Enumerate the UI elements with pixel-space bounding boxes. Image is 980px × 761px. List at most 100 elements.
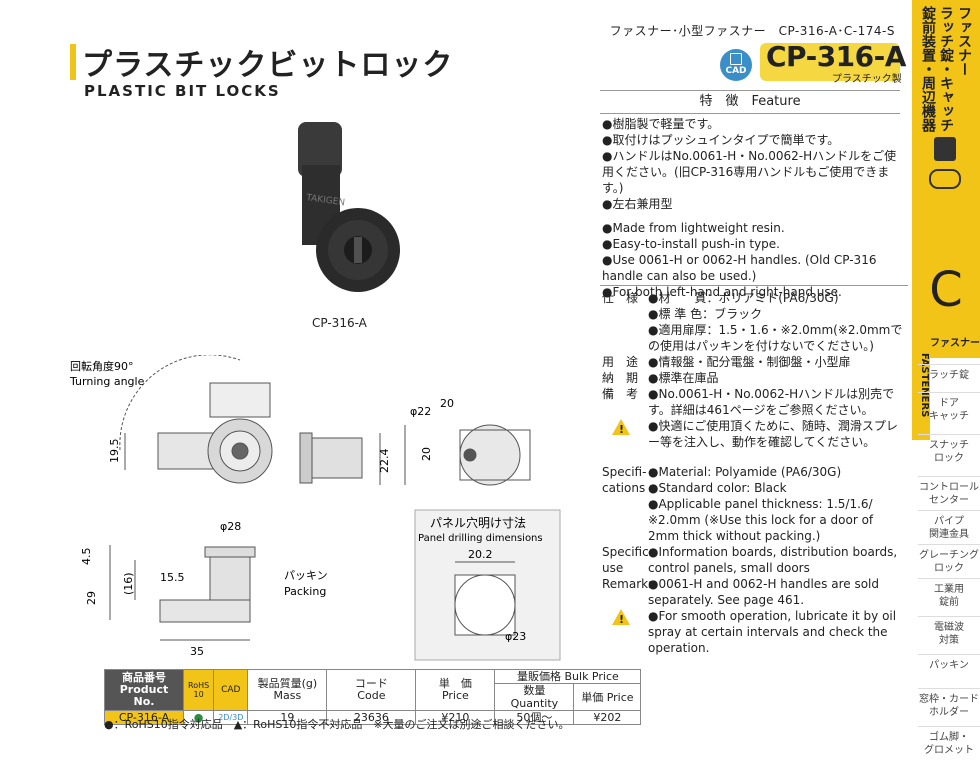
dim-phi22: φ22: [410, 405, 431, 418]
caution-icon: [612, 419, 630, 438]
packing-label-jp: パッキン: [284, 569, 328, 582]
delivery-value: ●標準在庫品: [648, 371, 719, 385]
spec-line-3: ●適用扉厚：1.5・1.6・※2.0mm(※2.0mmでの使用はパッキンを付けな…: [648, 323, 903, 353]
remarks-value: ●No.0061-H・No.0062-Hハンドルは別売です。詳細は461ページを…: [648, 387, 895, 417]
rotation-label-jp: 回転角度90°: [70, 359, 134, 373]
section-en-label: FASTENERS: [912, 330, 930, 440]
feature-en-4: ●For both left-hand and right-hand use.: [602, 285, 842, 299]
dim-phi28: φ28: [220, 520, 241, 533]
cell-rohs: ●: [182, 710, 215, 725]
caution-value-en: ●For smooth operation, lubricate it by o…: [648, 609, 897, 655]
features-heading: 特 徴 Feature: [600, 90, 900, 114]
spec-jp: 仕 様 ●材 質：ポリアミド(PA6/30G) ●標 準 色：ブラック ●適用扉…: [602, 290, 907, 450]
spec-label-en: Specifi- cations: [602, 465, 647, 495]
sidebar-item-fasteners[interactable]: ファスナー: [930, 330, 980, 358]
feature-en-1: ●Made from lightweight resin.: [602, 221, 785, 235]
technical-drawing: 回転角度90° Turning angle 19.5 22.4 φ22 20 2…: [69, 355, 561, 661]
th-cad: CAD: [213, 669, 249, 711]
latch-icon: [929, 137, 961, 189]
price-table: 商品番号 Product No. RoHS 10 CAD 製品質量(g) Mas…: [104, 669, 642, 725]
dim-35: 35: [190, 645, 204, 658]
panel-title-jp: パネル穴明け寸法: [430, 515, 526, 530]
dim-20-2: 20.2: [468, 548, 493, 561]
use-value-en: ●Information boards, distribution boards…: [648, 545, 898, 575]
spec-en-line-3: ●Applicable panel thickness: 1.5/1.6/※2.…: [648, 497, 874, 543]
section-letter: C: [912, 250, 980, 330]
cell-cad[interactable]: 2D/3D: [213, 710, 249, 725]
product-material: プラスチック製: [832, 74, 902, 85]
th-bulk: 量販価格 Bulk Price: [494, 669, 642, 684]
th-qty: 数量 Quantity: [494, 683, 575, 711]
use-label-en: Specific- use: [602, 545, 654, 575]
caution-value: ●快適にご使用頂くために、随時、潤滑スプレー等を注入し、動作を確認してください。: [648, 419, 898, 449]
cell-qty: 50個～: [494, 710, 575, 725]
dim-16: (16): [122, 572, 135, 595]
dim-22-4: 22.4: [378, 449, 391, 474]
dim-29: 29: [85, 591, 98, 605]
sidebar-cat-1: ファスナー: [956, 6, 972, 76]
breadcrumb: ファスナー･小型ファスナー CP-316-A･C-174-S: [609, 24, 895, 38]
page-title: プラスチックビットロック: [82, 48, 454, 83]
spec-line-2: ●標 準 色：ブラック: [648, 307, 763, 321]
th-code: コード Code: [326, 669, 417, 711]
cell-unit: ¥202: [573, 710, 642, 725]
sidebar-item-11[interactable]: ゴム脚・ グロメット: [918, 726, 980, 761]
sidebar-item-10[interactable]: 窓枠・カード ホルダー: [918, 688, 980, 731]
sidebar-item-1[interactable]: ラッチ錠: [918, 364, 980, 397]
packing-label-en: Packing: [284, 585, 326, 598]
product-code-box: [760, 43, 900, 81]
feature-jp-2: ●取付けはプッシュインタイプで簡単です。: [602, 133, 840, 147]
th-rohs: RoHS 10: [182, 669, 215, 711]
sidebar-item-2[interactable]: ドア キャッチ: [918, 392, 980, 439]
spec-label: 仕 様: [602, 291, 639, 305]
sidebar-item-3[interactable]: スナッチ ロック: [918, 434, 980, 481]
panel-title-en: Panel drilling dimensions: [418, 533, 543, 544]
sidebar-item-8[interactable]: 電磁波 対策: [918, 616, 980, 659]
product-photo: TAKIGEN: [298, 122, 400, 292]
sidebar-category-header: ファスナー ラッチ錠・キャッチ 錠前装置・周辺機器: [912, 0, 980, 250]
cell-product: CP-316-A: [104, 710, 184, 725]
sidebar-item-4[interactable]: コントロール センター: [918, 476, 980, 515]
dim-15-5: 15.5: [160, 571, 185, 584]
use-value: ●情報盤・配分電盤・制御盤・小型扉: [648, 355, 851, 369]
divider: [600, 285, 908, 286]
dim-20-side: 20: [420, 447, 433, 461]
product-code: CP-316-A: [766, 40, 906, 73]
caution-icon-en: [612, 609, 630, 628]
features-list: ●樹脂製で軽量です。 ●取付けはプッシュインタイプで簡単です。 ●ハンドルはNo…: [602, 116, 907, 300]
th-mass: 製品質量(g) Mass: [247, 669, 328, 711]
sidebar-cat-3: 錠前装置・周辺機器: [920, 6, 936, 132]
dim-4-5: 4.5: [80, 548, 93, 566]
feature-jp-3: ●ハンドルはNo.0061-H・No.0062-Hハンドルをご使用ください。(旧…: [602, 149, 897, 195]
cell-price: ¥210: [415, 710, 496, 725]
footnote: ●：RoHS10指令対応品 ▲：RoHS10指令不対応品 ※大量のご注文は別途ご…: [104, 718, 570, 731]
th-price: 単 価 Price: [415, 669, 496, 711]
th-unit: 単価 Price: [573, 683, 642, 711]
document-icon: [730, 53, 742, 65]
feature-jp-4: ●左右兼用型: [602, 197, 673, 211]
sidebar-item-5[interactable]: パイプ 関連金具: [918, 510, 980, 549]
spec-line-1: ●材 質：ポリアミド(PA6/30G): [648, 291, 839, 305]
dim-phi23: φ23: [505, 630, 526, 643]
sidebar-item-6[interactable]: グレーチング ロック: [918, 544, 980, 583]
th-product: 商品番号 Product No.: [104, 669, 184, 711]
page-subtitle: PLASTIC BIT LOCKS: [84, 82, 281, 100]
cad-label: CAD: [725, 66, 747, 76]
feature-en-3: ●Use 0061-H or 0062-H handles. (Old CP-3…: [602, 253, 877, 283]
sidebar-cat-2: ラッチ錠・キャッチ: [938, 6, 954, 132]
spec-en-line-1: ●Material: Polyamide (PA6/30G): [648, 465, 842, 479]
title-accent-bar: [70, 44, 76, 80]
remarks-label: 備 考: [602, 387, 639, 401]
cad-badge[interactable]: CAD: [720, 49, 752, 81]
feature-jp-1: ●樹脂製で軽量です。: [602, 117, 720, 131]
sidebar-item-9[interactable]: パッキン: [918, 654, 980, 693]
spec-en-line-2: ●Standard color: Black: [648, 481, 787, 495]
feature-en-2: ●Easy-to-install push-in type.: [602, 237, 780, 251]
dim-20-top: 20: [440, 397, 454, 410]
use-label: 用 途: [602, 355, 639, 369]
remarks-value-en: ●0061-H and 0062-H handles are sold sepa…: [648, 577, 880, 607]
sidebar-item-7[interactable]: 工業用 錠前: [918, 578, 980, 621]
remarks-label-en: Remarks: [602, 577, 655, 591]
photo-caption: CP-316-A: [312, 316, 367, 330]
table-row: CP-316-A ● 2D/3D 19 23636 ¥210 50個～ ¥202: [104, 710, 642, 725]
